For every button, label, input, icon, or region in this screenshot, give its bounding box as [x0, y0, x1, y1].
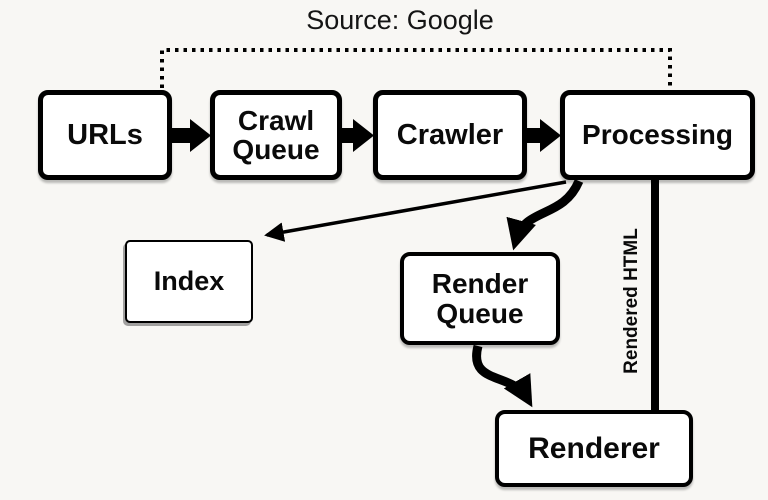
- rendered-html-edge-label: Rendered HTML: [621, 228, 642, 374]
- arrow-crawler-to-processing: [527, 119, 561, 152]
- node-renderer-label: Renderer: [528, 431, 660, 465]
- arrow-render-queue-to-renderer: [472, 344, 533, 408]
- node-renderer: Renderer: [495, 410, 693, 487]
- node-processing: Processing: [560, 90, 755, 180]
- node-crawl-queue-label: Crawl Queue: [232, 104, 320, 165]
- dotted-feedback-line: [160, 48, 672, 88]
- node-crawler: Crawler: [373, 90, 527, 180]
- node-processing-label: Processing: [582, 119, 733, 151]
- diagram-title: Source: Google: [306, 5, 494, 35]
- node-index-label: Index: [153, 266, 225, 297]
- node-index: Index: [125, 240, 253, 323]
- arrow-urls-to-crawl-queue: [172, 119, 211, 152]
- node-render-queue-label: Render Queue: [431, 268, 529, 329]
- arrow-processing-to-render-queue: [506, 179, 584, 251]
- node-crawler-label: Crawler: [396, 118, 504, 151]
- node-render-queue: Render Queue: [400, 252, 560, 345]
- node-urls-label: URLs: [67, 118, 143, 151]
- arrow-processing-to-index: [264, 180, 567, 242]
- arrow-crawl-queue-to-crawler: [342, 119, 374, 152]
- node-urls: URLs: [38, 90, 172, 180]
- node-crawl-queue: Crawl Queue: [210, 90, 342, 180]
